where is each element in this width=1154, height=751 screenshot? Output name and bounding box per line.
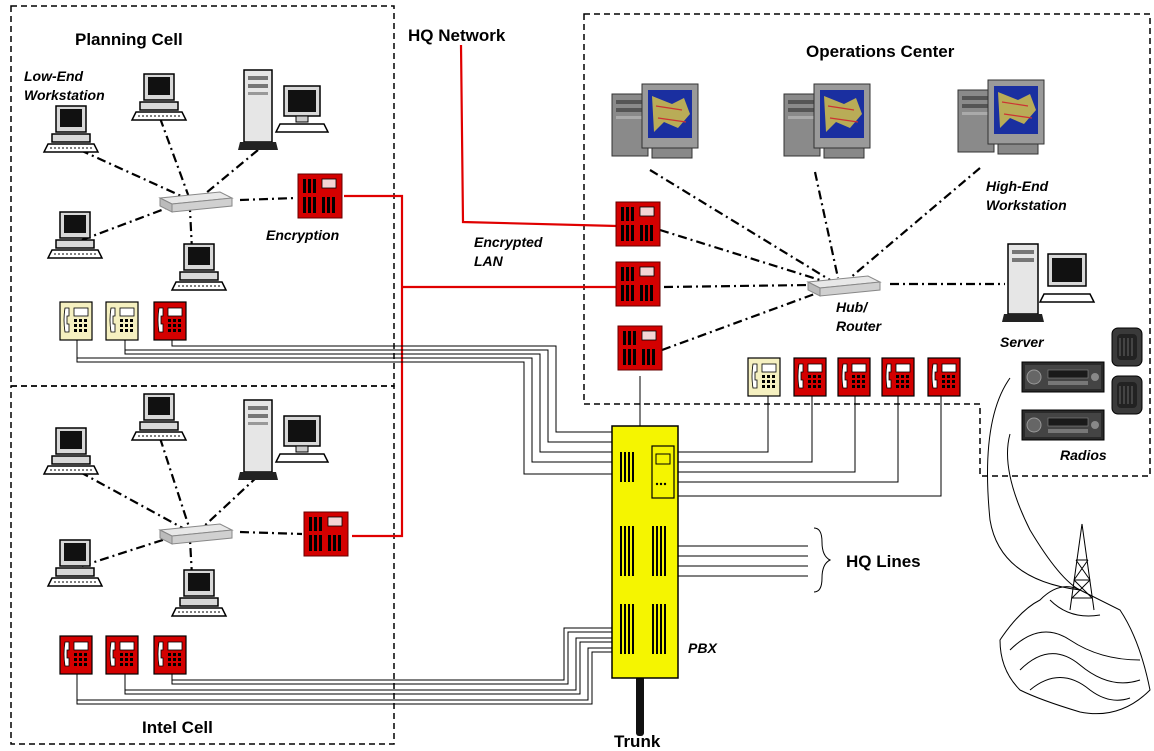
tower-pc-icon [237, 399, 329, 481]
secure-phone-icon [153, 635, 187, 675]
secure-phone-icon [105, 635, 139, 675]
secure-phone-icon [881, 357, 915, 397]
workstation-icon [47, 539, 103, 587]
trunk-cable [636, 676, 644, 736]
secure-phone-icon [837, 357, 871, 397]
hq-network-label: HQ Network [408, 26, 506, 45]
operations-center-region [583, 13, 1151, 477]
secure-phone-icon [927, 357, 961, 397]
phone-icon [105, 301, 139, 341]
encryption-device-icon [297, 173, 343, 219]
tower-pc-icon [237, 69, 329, 151]
workstation-icon [171, 569, 227, 617]
encrypted-lan-label-2: LAN [474, 253, 504, 269]
speaker-icon [1111, 327, 1143, 367]
hub-icon [159, 523, 233, 545]
phone-icon [747, 357, 781, 397]
secure-phone-icon [59, 635, 93, 675]
encryption-device-icon [615, 261, 661, 307]
operations-center-title: Operations Center [806, 42, 955, 61]
high-end-workstation-icon [957, 79, 1045, 155]
lan-links [79, 117, 1005, 577]
trunk-label: Trunk [614, 732, 661, 751]
low-end-label-1: Low-End [24, 68, 84, 84]
secure-phone-icon [153, 301, 187, 341]
phone-icon [59, 301, 93, 341]
workstation-icon [131, 393, 187, 441]
phone-lines [76, 340, 1081, 705]
high-end-label-2: Workstation [986, 197, 1067, 213]
encryption-device-icon [615, 201, 661, 247]
workstation-icon [47, 211, 103, 259]
speaker-icon [1111, 375, 1143, 415]
high-end-label-1: High-End [986, 178, 1049, 194]
pbx-icon [611, 425, 679, 679]
antenna-tower-icon [999, 523, 1151, 715]
hub-router-label-1: Hub/ [836, 299, 869, 315]
encrypted-lan-lines [344, 44, 618, 538]
high-end-workstation-icon [783, 83, 871, 159]
workstation-icon [43, 427, 99, 475]
encrypted-lan-label-1: Encrypted [474, 234, 543, 250]
radio-icon [1021, 361, 1105, 393]
high-end-workstation-icon [611, 83, 699, 159]
encryption-label: Encryption [266, 227, 339, 243]
planning-cell-title: Planning Cell [75, 30, 183, 49]
workstation-icon [43, 105, 99, 153]
hq-lines-label: HQ Lines [846, 552, 921, 571]
pbx-label: PBX [688, 640, 718, 656]
radio-icon [1021, 409, 1105, 441]
low-end-label-2: Workstation [24, 87, 105, 103]
intel-cell-title: Intel Cell [142, 718, 213, 737]
server-label: Server [1000, 334, 1045, 350]
intel-cell-region [10, 385, 395, 745]
server-icon [1001, 243, 1095, 323]
encryption-device-icon [303, 511, 349, 557]
workstation-icon [171, 243, 227, 291]
secure-phone-icon [793, 357, 827, 397]
hub-router-label-2: Router [836, 318, 883, 334]
workstation-icon [131, 73, 187, 121]
hub-icon [159, 191, 233, 213]
encryption-device-icon [617, 325, 663, 371]
radios-label: Radios [1060, 447, 1107, 463]
